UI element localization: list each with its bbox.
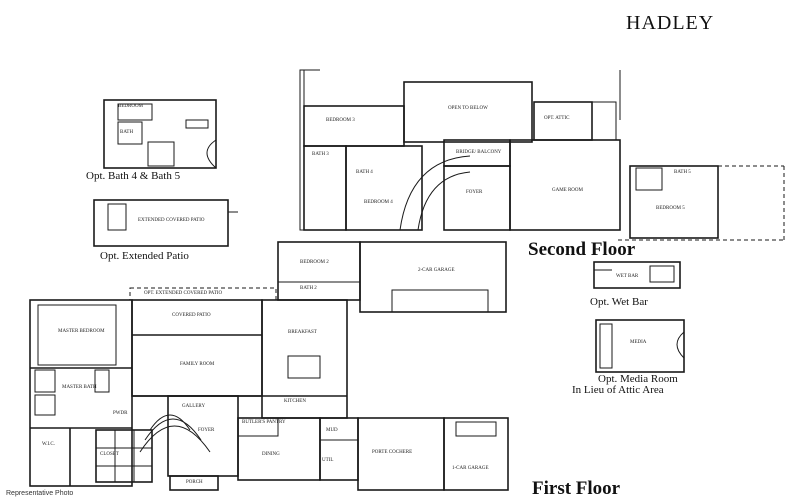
opt-wet-bar-drawing xyxy=(593,261,681,289)
room-mud: MUD xyxy=(326,428,338,433)
second-floor-walls xyxy=(299,69,785,241)
room-wic: W.I.C. xyxy=(42,442,56,447)
room-bridge-balcony: BRIDGE/ BALCONY xyxy=(456,150,502,155)
room-closet: CLOSET xyxy=(100,452,119,457)
opt-media-drawing xyxy=(595,319,685,373)
opt-bath-drawing xyxy=(103,99,217,169)
opt-media-label-line2: In Lieu of Attic Area xyxy=(572,384,664,396)
opt-patio-label: Opt. Extended Patio xyxy=(100,250,189,262)
room-bath-3: BATH 3 xyxy=(312,152,329,157)
room-bath-5: BATH 5 xyxy=(674,170,691,175)
representative-photo-caption: Representative Photo xyxy=(6,490,74,497)
room-bedroom-5: BEDROOM 5 xyxy=(656,206,685,211)
room-one-car-garage: 1-CAR GARAGE xyxy=(452,466,489,471)
room-gallery: GALLERY xyxy=(182,404,206,409)
room-attic: OPT. ATTIC xyxy=(544,116,570,121)
room-bath-4: BATH 4 xyxy=(356,170,373,175)
opt-patio-room-label: EXTENDED COVERED PATIO xyxy=(138,218,205,223)
opt-wet-bar-room-label: Wet Bar xyxy=(616,274,639,279)
opt-media-label-line1: Opt. Media Room xyxy=(598,373,678,385)
opt-bath-label: Opt. Bath 4 & Bath 5 xyxy=(86,170,181,182)
room-bedroom-4: BEDROOM 4 xyxy=(364,200,393,205)
plan-title: HADLEY xyxy=(626,12,715,34)
room-porch: PORCH xyxy=(186,480,203,485)
room-kitchen: KITCHEN xyxy=(284,399,306,404)
room-foyer-below: FOYER xyxy=(466,190,483,195)
room-family-room: FAMILY ROOM xyxy=(180,362,215,367)
room-dining: DINING xyxy=(262,452,280,457)
room-covered-patio: COVERED PATIO xyxy=(172,313,211,318)
opt-bath-bath-label: BATH xyxy=(120,130,134,135)
room-master-bedroom: MASTER BEDROOM xyxy=(58,329,105,334)
room-open-to-below: Open to Below xyxy=(448,106,488,111)
room-foyer: FOYER xyxy=(198,428,215,433)
room-powder: PWDR xyxy=(113,411,128,416)
room-two-car-garage: 2-CAR GARAGE xyxy=(418,268,455,273)
opt-media-room-label: Media xyxy=(630,340,647,345)
room-butlers-pantry: BUTLER'S PANTRY xyxy=(242,420,286,425)
first-floor-label: First Floor xyxy=(532,478,621,499)
room-bedroom-2: BEDROOM 2 xyxy=(300,260,329,265)
second-floor-label: Second Floor xyxy=(528,239,636,260)
room-bath-2: BATH 2 xyxy=(300,286,317,291)
room-porte-cochere: PORTE COCHERE xyxy=(372,450,413,455)
room-utility: UTIL xyxy=(322,458,334,463)
opt-patio-drawing xyxy=(93,199,238,247)
room-bedroom-3: BEDROOM 3 xyxy=(326,118,355,123)
room-breakfast: BREAKFAST xyxy=(288,330,317,335)
first-floor-walls xyxy=(29,241,509,491)
room-master-bath: MASTER BATH xyxy=(62,385,97,390)
opt-bath-bedroom-label: BEDROOM xyxy=(118,104,144,109)
opt-wet-bar-label: Opt. Wet Bar xyxy=(590,296,648,308)
room-game-room: GAME ROOM xyxy=(552,188,583,193)
room-opt-extended-patio: OPT. EXTENDED COVERED PATIO xyxy=(144,291,223,296)
